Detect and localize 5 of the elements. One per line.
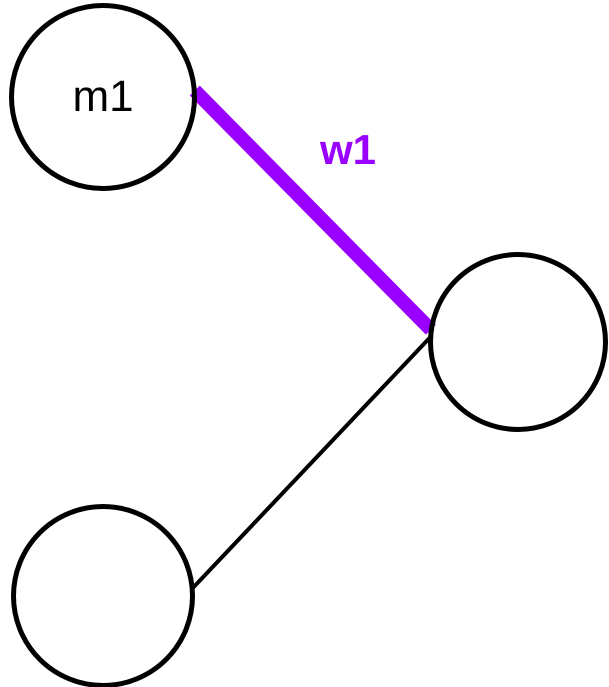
empty-circle (428, 252, 608, 432)
node-circle (9, 3, 197, 191)
node-label: m1 (72, 72, 134, 122)
connector-line (190, 86, 436, 335)
empty-circle (11, 504, 195, 687)
